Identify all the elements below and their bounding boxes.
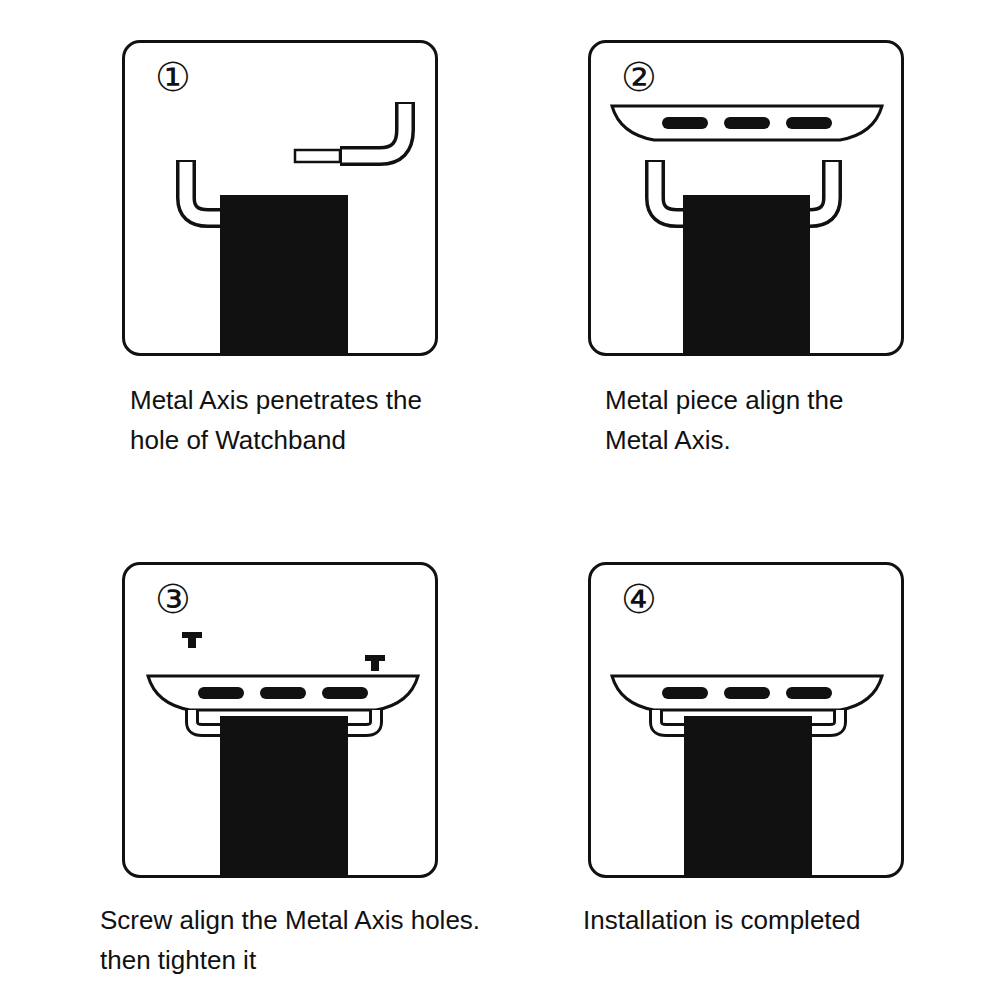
step-number: ④ [621,579,657,619]
step-panel: ① [122,40,438,356]
step-number: ② [621,57,657,97]
step-panel: ② [588,40,904,356]
step-caption: Installation is completed [583,900,943,940]
step-caption: Screw align the Metal Axis holes. then t… [100,900,490,980]
step-caption: Metal piece align the Metal Axis. [605,380,905,460]
step-number: ① [155,57,191,97]
step-panel: ③ [122,562,438,878]
step-panel: ④ [588,562,904,878]
metal-axis [295,102,405,162]
step-number: ③ [155,579,191,619]
step-caption: Metal Axis penetrates the hole of Watchb… [130,380,460,460]
